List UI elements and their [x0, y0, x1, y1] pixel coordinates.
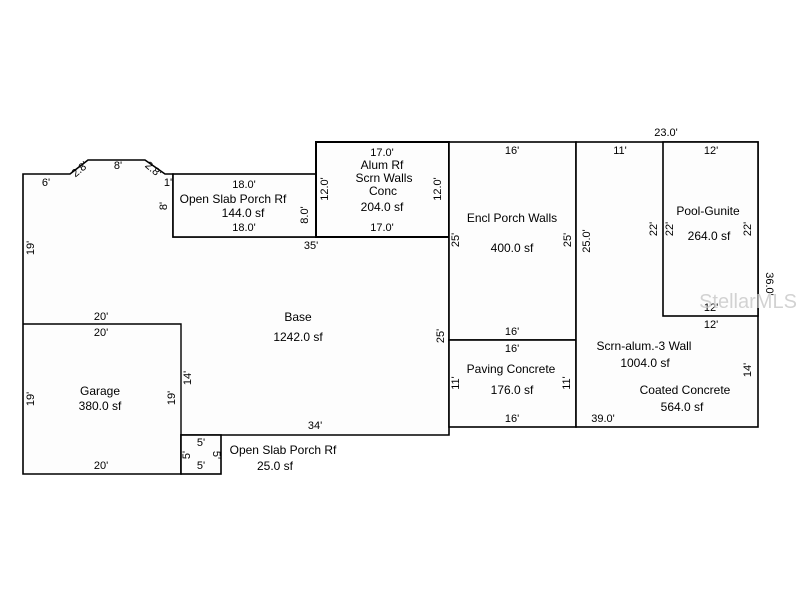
porch-top-sf: 144.0 sf [222, 206, 265, 220]
alum-line1: Alum Rf [361, 158, 404, 172]
scrn-alum-label: Scrn-alum.-3 Wall [597, 339, 692, 353]
dim-pool-right-22: 22' [742, 222, 754, 236]
dim-top-8: 8' [114, 160, 122, 172]
dim-scrn-22: 22' [648, 222, 660, 236]
base-sf: 1242.0 sf [273, 330, 323, 344]
dim-encl-right-25: 25' [562, 233, 574, 247]
dim-right-36: 36.0' [763, 272, 775, 296]
dim-garage-right-19: 19' [166, 391, 178, 405]
paving-label: Paving Concrete [467, 362, 556, 376]
alum-rf-room [315, 141, 450, 238]
encl-porch-room [448, 141, 577, 341]
dim-alum-bottom-17: 17.0' [370, 222, 394, 234]
garage-sf: 380.0 sf [79, 399, 122, 413]
dim-paving-top-16: 16' [505, 343, 519, 355]
dim-paving-bottom-16: 16' [505, 413, 519, 425]
dim-alum-right-12: 12.0' [432, 177, 444, 201]
porch-top-label: Open Slab Porch Rf [180, 192, 287, 206]
dim-base-right-25a: 25' [450, 233, 462, 247]
dim-5c: 5' [210, 451, 222, 459]
porch-bottom-label: Open Slab Porch Rf [230, 443, 337, 457]
dim-base-35: 35' [304, 240, 318, 252]
dim-garage-left-19: 19' [25, 392, 37, 406]
dim-encl-top-16: 16' [505, 145, 519, 157]
base-label: Base [284, 310, 312, 324]
dim-paving-right-11: 11' [561, 376, 573, 390]
pool-sf: 264.0 sf [688, 229, 731, 243]
dim-base-14: 14' [182, 371, 194, 385]
dim-garage-bottom-20: 20' [94, 460, 108, 472]
alum-line2: Scrn Walls [356, 171, 413, 185]
dim-porch-bottom-18: 18.0' [232, 222, 256, 234]
porch-bottom-sf: 25.0 sf [257, 459, 294, 473]
dim-6: 6' [42, 177, 50, 189]
scrn-alum-sf: 1004.0 sf [620, 356, 670, 370]
encl-porch-sf: 400.0 sf [491, 241, 534, 255]
dim-right-14: 14' [742, 363, 754, 377]
dim-scrn-12: 12' [704, 319, 718, 331]
pool-label: Pool-Gunite [676, 204, 740, 218]
dim-5d: 5' [197, 460, 205, 472]
dim-garage-20a: 20' [94, 311, 108, 323]
dim-pool-bottom-12: 12' [704, 302, 718, 314]
dim-garage-20b: 20' [94, 327, 108, 339]
encl-porch-label: Encl Porch Walls [467, 211, 557, 225]
dim-pool-left-22: 22' [664, 222, 676, 236]
dim-encl-bottom-16: 16' [505, 326, 519, 338]
garage-divider [23, 323, 182, 435]
open-slab-porch-top [172, 173, 317, 238]
dim-scrn-left-25: 25.0' [581, 229, 593, 253]
dim-paving-left-11: 11' [450, 376, 462, 390]
alum-line3: Conc [369, 184, 397, 198]
dim-base-right-25b: 25' [435, 329, 447, 343]
dim-alum-left-12: 12.0' [319, 177, 331, 201]
garage-label: Garage [80, 384, 120, 398]
dim-alum-top-17: 17.0' [370, 147, 394, 159]
dim-bottom-39: 39.0' [591, 413, 615, 425]
dim-5a: 5' [197, 437, 205, 449]
open-slab-porch-bottom [180, 434, 222, 475]
coated-concrete-sf: 564.0 sf [661, 400, 704, 414]
dim-scrn-23: 23.0' [654, 127, 678, 139]
dim-left-19: 19' [25, 241, 37, 255]
dim-porch-top-18: 18.0' [232, 179, 256, 191]
dim-pool-top-12: 12' [704, 145, 718, 157]
coated-concrete-label: Coated Concrete [640, 383, 731, 397]
watermark: StellarMLS [699, 291, 797, 313]
paving-sf: 176.0 sf [491, 383, 534, 397]
dim-5b: 5' [181, 451, 193, 459]
alum-sf: 204.0 sf [361, 200, 404, 214]
dim-porch-right-8: 8.0' [299, 206, 311, 223]
dim-1: 1' [164, 177, 172, 189]
dim-base-34: 34' [308, 420, 322, 432]
pool-room [662, 141, 759, 317]
dim-left-8: 8' [158, 202, 170, 210]
dim-scrn-11: 11' [613, 145, 627, 157]
